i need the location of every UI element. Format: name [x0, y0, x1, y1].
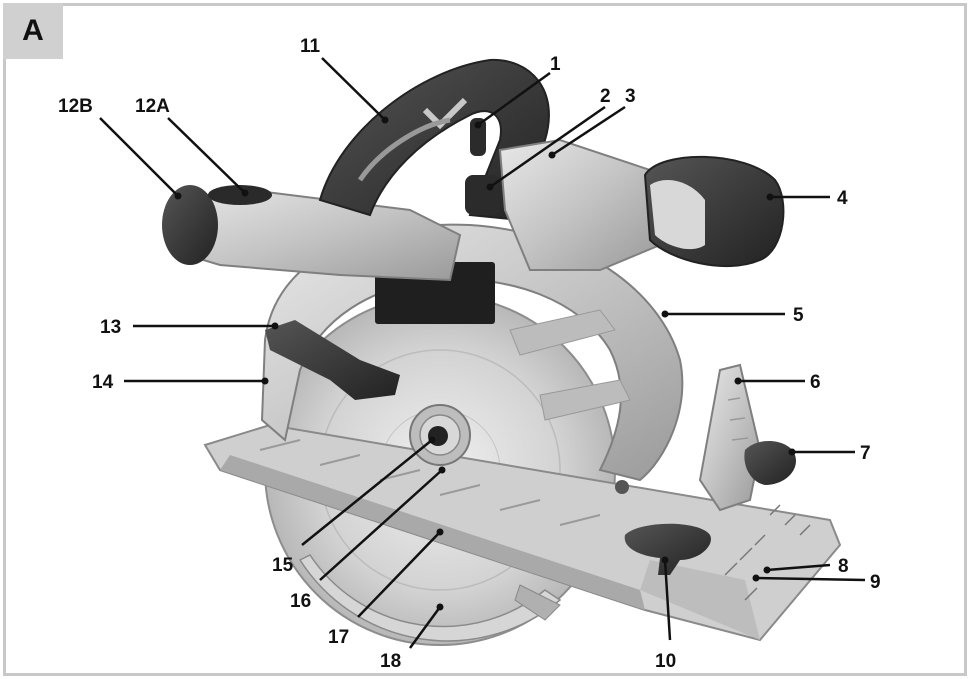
leader-11 [321, 57, 386, 121]
callout-12B: 12B [58, 96, 93, 117]
guard-screw [615, 480, 629, 494]
callout-9: 9 [870, 572, 881, 593]
panel-label: A [3, 3, 63, 59]
callout-14: 14 [92, 372, 114, 393]
leader-15 [301, 439, 433, 546]
callout-1: 1 [550, 54, 561, 75]
leader-lines [99, 57, 866, 649]
panel-label-text: A [22, 14, 44, 47]
blade-flange [409, 404, 471, 466]
depth-lock-lever [265, 320, 400, 400]
callout-15: 15 [272, 555, 294, 576]
dust-port [162, 185, 462, 282]
dust-port-cap [162, 185, 218, 265]
callout-11: 11 [300, 36, 321, 57]
trigger-switch [465, 175, 500, 215]
leader-8 [766, 563, 831, 572]
dust-port-clip [208, 185, 272, 205]
leader-1 [477, 71, 551, 127]
leader-12A [167, 117, 246, 194]
scale-marks [724, 504, 811, 601]
main-handle [318, 58, 560, 222]
leader-17 [357, 531, 441, 618]
leader-2 [489, 105, 606, 189]
lock-off-button [470, 118, 486, 156]
grip-logo-mark [422, 97, 468, 130]
guard-lever [514, 584, 561, 621]
leader-18 [408, 606, 442, 649]
bevel-bracket [698, 363, 762, 512]
motor-body [498, 138, 662, 271]
callout-8: 8 [838, 556, 849, 577]
callout-18: 18 [380, 651, 401, 672]
callout-7: 7 [860, 443, 871, 464]
leader-16 [319, 469, 443, 581]
callout-12A: 12A [135, 96, 170, 117]
leader-10 [663, 559, 672, 641]
lower-blade-guard [298, 554, 562, 642]
bevel-lock-knob [744, 440, 796, 485]
callout-labels: 1 2 3 4 5 6 7 8 9 10 11 12A 12B 13 14 15… [58, 36, 881, 672]
callout-10: 10 [655, 651, 676, 672]
parallel-guide-knob [624, 523, 711, 575]
callout-6: 6 [810, 372, 821, 393]
leader-9 [755, 576, 866, 582]
leader-dots [174, 116, 796, 611]
callout-5: 5 [793, 305, 804, 326]
callout-16: 16 [290, 591, 311, 612]
callout-13: 13 [100, 317, 121, 338]
base-plate [203, 423, 842, 642]
callout-2: 2 [600, 86, 611, 107]
leader-3 [551, 105, 626, 157]
callout-4: 4 [837, 188, 848, 209]
auxiliary-handle-face [650, 180, 705, 250]
callout-3: 3 [625, 86, 636, 107]
callout-17: 17 [328, 627, 349, 648]
leader-12B [99, 117, 179, 197]
